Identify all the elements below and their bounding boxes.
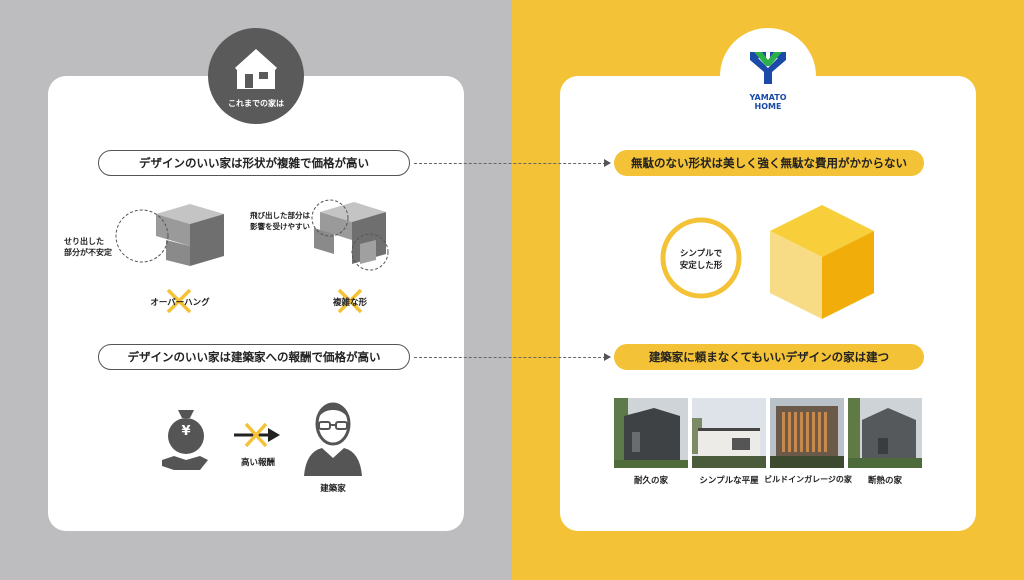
money-bag-hand-icon xyxy=(162,410,208,470)
complex-block-illustration xyxy=(311,199,389,271)
complex-cross-icon xyxy=(337,288,363,314)
house-photo-garage xyxy=(770,398,844,468)
overhang-note: せり出した 部分が不安定 xyxy=(64,236,112,258)
complex-note-line: 影響を受けやすい xyxy=(250,222,310,231)
yamato-home-logo-icon xyxy=(750,52,786,84)
right-headline-shape: 無駄のない形状は美しく強く無駄な費用がかからない xyxy=(614,150,924,176)
yamato-home-logo-text: YAMATO HOME xyxy=(720,93,816,111)
simple-shape-circle xyxy=(660,217,742,299)
architect-label: 建築家 xyxy=(320,484,346,494)
simple-shape-circle-text: シンプルで 安定した形 xyxy=(670,248,732,272)
house-icon xyxy=(232,47,280,89)
overhang-label: オーバーハング xyxy=(150,298,210,308)
connector-dashed-line-2 xyxy=(414,357,606,358)
badge-label: これまでの家は xyxy=(228,99,284,108)
architect-person-icon xyxy=(304,402,362,476)
overhang-cross-icon xyxy=(166,288,192,314)
photo-label-single-story: シンプルな平屋 xyxy=(699,476,759,486)
house-photo-insulated xyxy=(848,398,922,468)
complex-note-line: 飛び出した部分は xyxy=(250,211,310,220)
logo-word-home: HOME xyxy=(754,102,782,111)
circle-text-line: 安定した形 xyxy=(679,261,723,271)
complex-label: 複雑な形 xyxy=(332,298,367,308)
overhang-note-line: せり出した xyxy=(64,237,104,246)
complex-note: 飛び出した部分は 影響を受けやすい xyxy=(250,210,310,232)
left-headline-architect: デザインのいい家は建築家への報酬で価格が高い xyxy=(98,344,410,370)
fee-label: 高い報酬 xyxy=(240,458,275,468)
photo-label-garage: ビルドインガレージの家 xyxy=(764,475,852,484)
yellow-cube-illustration xyxy=(770,205,874,319)
overhang-note-line: 部分が不安定 xyxy=(64,248,112,257)
left-headline-shape: デザインのいい家は形状が複雑で価格が高い xyxy=(98,150,410,176)
right-headline-architect: 建築家に頼まなくてもいいデザインの家は建つ xyxy=(614,344,924,370)
fee-arrow-icon xyxy=(234,422,280,448)
overhang-block-illustration xyxy=(115,204,224,266)
house-photo-durable xyxy=(614,398,688,468)
yen-symbol: ¥ xyxy=(181,424,191,439)
logo-word-yamato: YAMATO xyxy=(749,93,787,102)
photo-label-insulated: 断熱の家 xyxy=(867,476,902,486)
connector-dashed-line-1 xyxy=(414,163,606,164)
house-photo-single-story xyxy=(692,398,766,468)
photo-label-durable: 耐久の家 xyxy=(633,476,668,486)
circle-text-line: シンプルで xyxy=(679,249,723,259)
connector-arrow-2 xyxy=(604,353,611,361)
connector-arrow-1 xyxy=(604,159,611,167)
